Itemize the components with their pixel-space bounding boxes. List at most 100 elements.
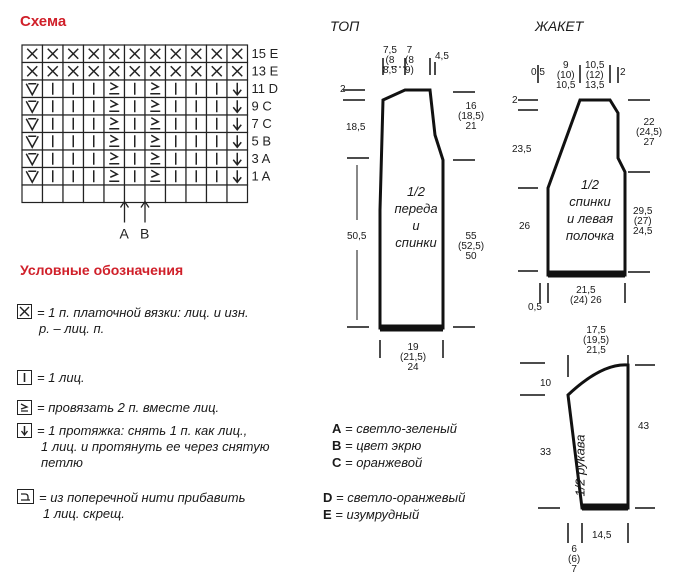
k2tog-icon bbox=[17, 400, 32, 415]
jacket-dim-right-295: 29,5(27)24,5 bbox=[633, 206, 653, 237]
chart-cell-l bbox=[123, 114, 146, 134]
chart-cell-s bbox=[103, 131, 126, 151]
chart-cell-l bbox=[164, 79, 187, 99]
chart-cell-s bbox=[144, 131, 167, 151]
top-dim-left-18: 18,5 bbox=[346, 122, 366, 133]
chart-cell-x bbox=[62, 61, 85, 81]
chart-cell-e bbox=[41, 184, 64, 204]
top-dim-right-55: 55(52,5)50 bbox=[458, 231, 485, 262]
chart-cell-x bbox=[82, 61, 105, 81]
chart-cell-s bbox=[144, 79, 167, 99]
chart-cell-v bbox=[21, 79, 44, 99]
jacket-dim-left-235: 23,5 bbox=[512, 144, 532, 155]
legend-knit-text: = 1 лиц. bbox=[37, 370, 85, 385]
jacket-dim-b-05: 0,5 bbox=[528, 302, 542, 313]
chart-cell-l bbox=[205, 114, 228, 134]
chart-cell-l bbox=[164, 114, 187, 134]
chart-cell-s bbox=[144, 114, 167, 134]
chart-cell-e bbox=[21, 184, 44, 204]
chart-cell-l bbox=[82, 96, 105, 116]
chart-cell-e bbox=[185, 184, 208, 204]
jacket-dim-left-26: 26 bbox=[519, 221, 531, 232]
chart-cell-l bbox=[41, 149, 64, 169]
chart-cell-s bbox=[103, 114, 126, 134]
color-key-b: B = цвет экрю bbox=[332, 438, 422, 453]
chart-cell-l bbox=[41, 79, 64, 99]
chart-row-label: 11 D bbox=[252, 81, 279, 96]
chart-cell-l bbox=[205, 131, 228, 151]
chart-cell-x bbox=[123, 44, 146, 64]
jacket-dim-right-22: 22(24,5)27 bbox=[636, 117, 663, 148]
top-dim-bottom-19: 19(21,5)24 bbox=[400, 342, 427, 373]
legend-k2tog-text: = провязать 2 п. вместе лиц. bbox=[37, 400, 220, 415]
chart-cell-l bbox=[185, 166, 208, 186]
chart-cell-e bbox=[103, 184, 126, 204]
chart-cell-l bbox=[164, 131, 187, 151]
jacket-dim-left-2: 2 bbox=[512, 95, 518, 106]
chart-cell-x bbox=[123, 61, 146, 81]
chart-cell-v bbox=[21, 131, 44, 151]
chart-cell-l bbox=[205, 149, 228, 169]
chart-cell-s bbox=[144, 149, 167, 169]
chart-cell-e bbox=[62, 184, 85, 204]
chart-cell-e bbox=[82, 184, 105, 204]
chart-cell-l bbox=[41, 114, 64, 134]
chart-cell-x bbox=[205, 44, 228, 64]
increase-icon bbox=[17, 489, 34, 504]
sleeve-dim-bottom-6: 6(6)7 bbox=[568, 544, 581, 575]
chart-cell-l bbox=[123, 131, 146, 151]
chart-cell-x bbox=[82, 44, 105, 64]
legend-title: Условные обозначения bbox=[20, 262, 184, 278]
sleeve-schematic bbox=[520, 355, 655, 543]
chart-cell-l bbox=[185, 96, 208, 116]
chart-cell-x bbox=[164, 44, 187, 64]
jacket-dim-b-215: 21,5(24) 26 bbox=[570, 285, 602, 306]
sleeve-dim-right-43: 43 bbox=[638, 421, 650, 432]
chart-cell-l bbox=[123, 166, 146, 186]
chart-cell-l bbox=[185, 114, 208, 134]
chart-cell-l bbox=[82, 79, 105, 99]
chart-cell-e bbox=[205, 184, 228, 204]
chart-cell-l bbox=[62, 96, 85, 116]
chart-cell-l bbox=[82, 131, 105, 151]
chart-row-label: 15 E bbox=[252, 46, 279, 61]
chart-cell-s bbox=[144, 96, 167, 116]
top-dim-left-505: 50,5 bbox=[347, 231, 367, 242]
color-key-e: E = изумрудный bbox=[323, 507, 420, 522]
chart-cell-x bbox=[21, 44, 44, 64]
chart-row-label: 7 C bbox=[252, 116, 272, 131]
chart-cell-x bbox=[103, 61, 126, 81]
repeat-label: B bbox=[140, 226, 149, 242]
chart-cell-d bbox=[226, 131, 249, 151]
jacket-dim-t-2: 2 bbox=[620, 67, 626, 78]
chart-cell-l bbox=[41, 166, 64, 186]
chart-cell-l bbox=[62, 166, 85, 186]
jacket-schematic bbox=[518, 65, 650, 303]
color-key-c: C = оранжевой bbox=[332, 455, 423, 470]
color-key-d: D = светло-оранжевый bbox=[323, 490, 466, 505]
color-key-a: A = светло-зеленый bbox=[332, 421, 457, 436]
chart-cell-l bbox=[205, 166, 228, 186]
chart-cell-d bbox=[226, 149, 249, 169]
chart-cell-l bbox=[62, 114, 85, 134]
chart-cell-v bbox=[21, 96, 44, 116]
repeat-arrowhead bbox=[140, 200, 150, 208]
chart-cell-x bbox=[41, 61, 64, 81]
chart-cell-l bbox=[82, 114, 105, 134]
chart-cell-x bbox=[21, 61, 44, 81]
chart-cell-x bbox=[226, 61, 249, 81]
chart-cell-d bbox=[226, 96, 249, 116]
chart-cell-s bbox=[103, 79, 126, 99]
chart-cell-l bbox=[164, 166, 187, 186]
chart-row-label: 5 B bbox=[252, 134, 272, 149]
legend-increase-text: = из поперечной нити прибавить 1 лиц. ск… bbox=[39, 490, 246, 521]
jacket-dim-t-9: 9(10)10,5 bbox=[556, 60, 576, 91]
top-dim-c: 4,5 bbox=[435, 51, 449, 62]
chart-row-label: 13 E bbox=[252, 64, 279, 79]
chart-cell-x bbox=[144, 44, 167, 64]
